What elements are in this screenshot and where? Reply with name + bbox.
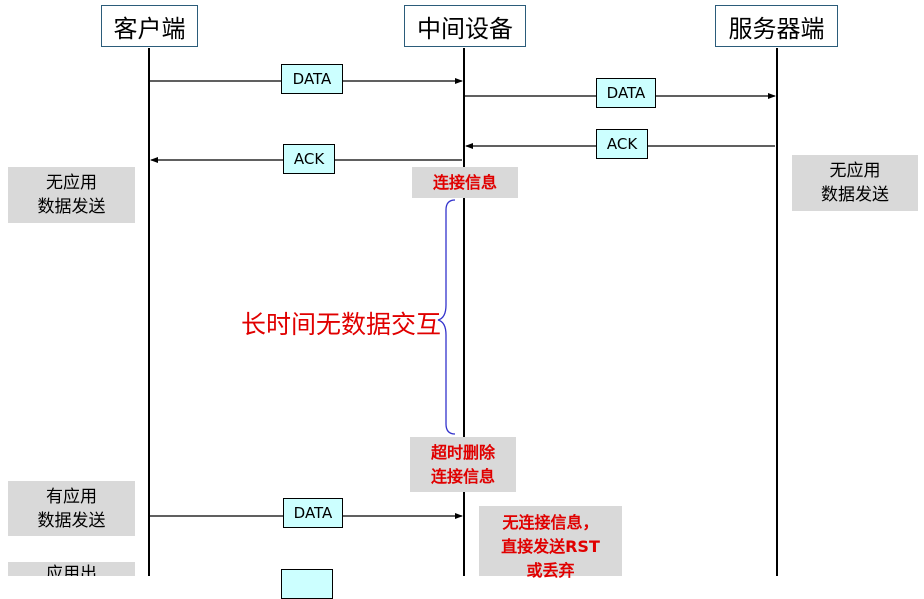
middle-device-header-label: 中间设备 xyxy=(417,14,513,43)
idle-period-label: 长时间无数据交互 xyxy=(241,310,442,339)
client-app-out-note: 应用出 xyxy=(8,562,135,576)
message-ack-server: ACK xyxy=(596,129,648,159)
message-ack-client: ACK xyxy=(283,144,335,174)
server-header: 服务器端 xyxy=(715,5,838,47)
middle-device-header: 中间设备 xyxy=(404,5,526,47)
no-connection-line2: 直接发送RST xyxy=(501,537,600,556)
client-header: 客户端 xyxy=(101,5,198,47)
server-no-app-line2: 数据发送 xyxy=(821,185,889,205)
no-connection-line3: 或丢弃 xyxy=(526,561,575,580)
client-has-app-line2: 数据发送 xyxy=(37,510,106,531)
message-data-2-label: DATA xyxy=(606,84,646,102)
timeout-delete-note: 超时删除 连接信息 xyxy=(410,437,516,492)
message-data-3: DATA xyxy=(283,498,343,528)
message-data-3-label: DATA xyxy=(293,504,333,522)
client-no-app-line1: 无应用 xyxy=(46,173,97,193)
client-app-out-label: 应用出 xyxy=(46,564,97,576)
server-header-label: 服务器端 xyxy=(728,14,825,43)
timeout-delete-line1: 超时删除 xyxy=(430,442,495,462)
client-has-app-data-note: 有应用 数据发送 xyxy=(8,481,135,536)
client-header-label: 客户端 xyxy=(113,14,186,43)
message-data-4-partial xyxy=(281,569,333,599)
timeout-delete-line2: 连接信息 xyxy=(430,466,495,486)
client-no-app-line2: 数据发送 xyxy=(37,197,106,217)
client-no-app-data-note: 无应用 数据发送 xyxy=(8,167,135,223)
message-data-1: DATA xyxy=(281,64,343,94)
connection-info-label: 连接信息 xyxy=(432,172,497,192)
connection-info-note: 连接信息 xyxy=(412,167,518,198)
message-data-2: DATA xyxy=(596,78,656,108)
middle-lifeline xyxy=(463,48,465,576)
message-data-1-label: DATA xyxy=(292,70,332,88)
server-lifeline xyxy=(776,48,778,576)
client-lifeline xyxy=(148,48,150,576)
message-ack-client-label: ACK xyxy=(293,150,325,168)
no-connection-info-note: 无连接信息， 直接发送RST 或丢弃 xyxy=(479,506,622,580)
message-ack-server-label: ACK xyxy=(606,135,638,153)
server-no-app-data-note: 无应用 数据发送 xyxy=(792,155,918,211)
no-connection-line1: 无连接信息， xyxy=(502,513,599,532)
server-no-app-line1: 无应用 xyxy=(829,161,881,181)
client-has-app-line1: 有应用 xyxy=(46,486,97,507)
curly-brace xyxy=(437,199,456,435)
